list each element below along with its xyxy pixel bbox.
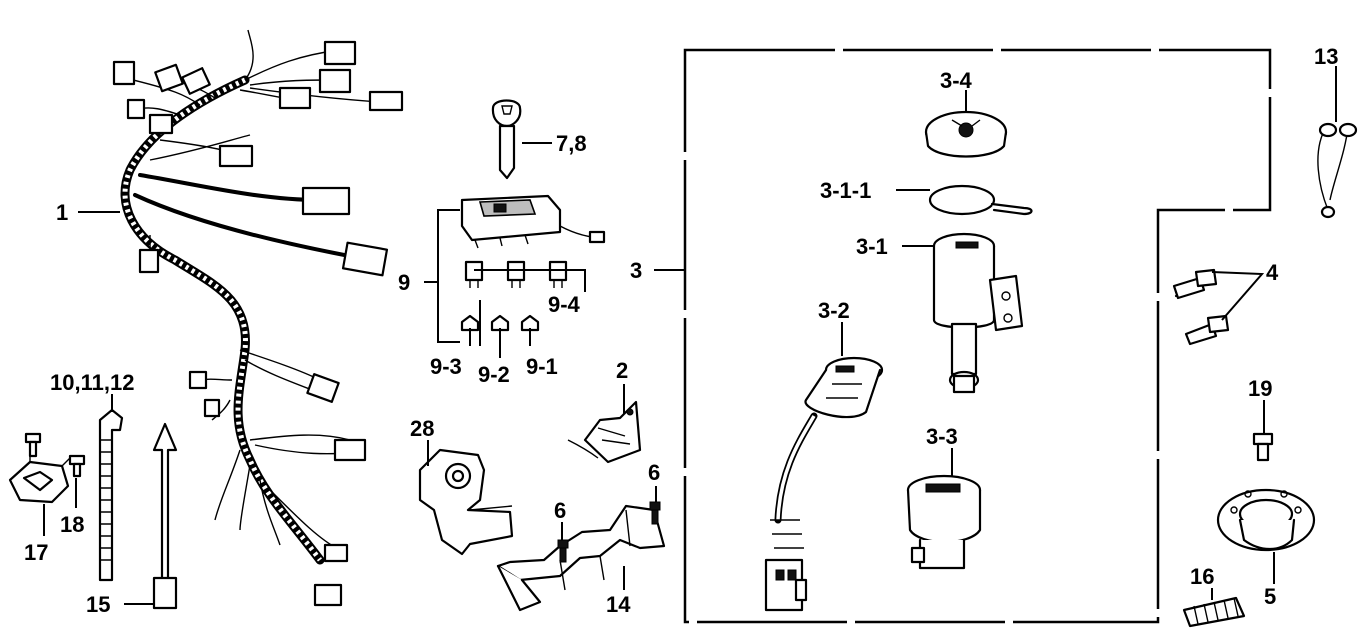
lock-set-frame <box>683 48 1272 624</box>
callout-7-8: 7,8 <box>556 131 587 156</box>
callout-14: 14 <box>606 592 631 617</box>
callout-4: 4 <box>1266 260 1279 285</box>
callout-18: 18 <box>60 512 84 537</box>
screw-part[interactable] <box>24 432 86 478</box>
hex-bolt-part[interactable] <box>1172 268 1230 346</box>
callout-3: 3 <box>630 258 642 283</box>
callout-3-1: 3-1 <box>856 234 888 259</box>
callout-6-right: 6 <box>648 460 660 485</box>
callout-9-2: 9-2 <box>478 362 510 387</box>
callout-2: 2 <box>616 358 628 383</box>
callout-17: 17 <box>24 540 48 565</box>
wire-lead-part[interactable] <box>1317 122 1358 219</box>
callout-3-3: 3-3 <box>926 424 958 449</box>
seat-lock-part[interactable] <box>764 356 884 612</box>
callout-3-4: 3-4 <box>940 68 973 93</box>
bolt-part[interactable] <box>557 501 661 563</box>
callout-19: 19 <box>1248 376 1272 401</box>
long-bracket-part[interactable] <box>496 504 666 612</box>
wire-harness-part[interactable] <box>112 29 404 607</box>
callout-6-left: 6 <box>554 498 566 523</box>
key-part[interactable] <box>491 99 522 180</box>
callout-1: 1 <box>56 200 68 225</box>
bracket-part[interactable] <box>567 400 642 464</box>
leader-lines <box>43 66 1337 605</box>
callout-28: 28 <box>410 416 434 441</box>
callout-16: 16 <box>1190 564 1214 589</box>
callout-3-1-1: 3-1-1 <box>820 178 871 203</box>
callout-9: 9 <box>398 270 410 295</box>
grommet-part[interactable] <box>1182 596 1246 628</box>
callout-15: 15 <box>86 592 110 617</box>
flange-part[interactable] <box>1216 488 1316 552</box>
callout-5: 5 <box>1264 584 1276 609</box>
callout-9-4: 9-4 <box>548 292 581 317</box>
main-switch-part[interactable] <box>932 232 1024 394</box>
callout-13: 13 <box>1314 44 1338 69</box>
small-screw-part[interactable] <box>1252 432 1274 462</box>
cable-tie-part[interactable] <box>98 408 124 582</box>
mount-plate-part[interactable] <box>418 448 514 556</box>
control-unit-part[interactable] <box>460 194 606 332</box>
clip-part[interactable] <box>152 422 178 610</box>
lock-cap-part[interactable] <box>924 110 1008 158</box>
shutter-plate-part[interactable] <box>928 184 1033 216</box>
fuel-lock-part[interactable] <box>906 474 982 570</box>
callout-9-1: 9-1 <box>526 354 558 379</box>
clamp-part[interactable] <box>8 440 73 504</box>
callout-3-2: 3-2 <box>818 298 850 323</box>
callout-10-11-12: 10,11,12 <box>50 370 134 395</box>
callout-9-3: 9-3 <box>430 354 462 379</box>
